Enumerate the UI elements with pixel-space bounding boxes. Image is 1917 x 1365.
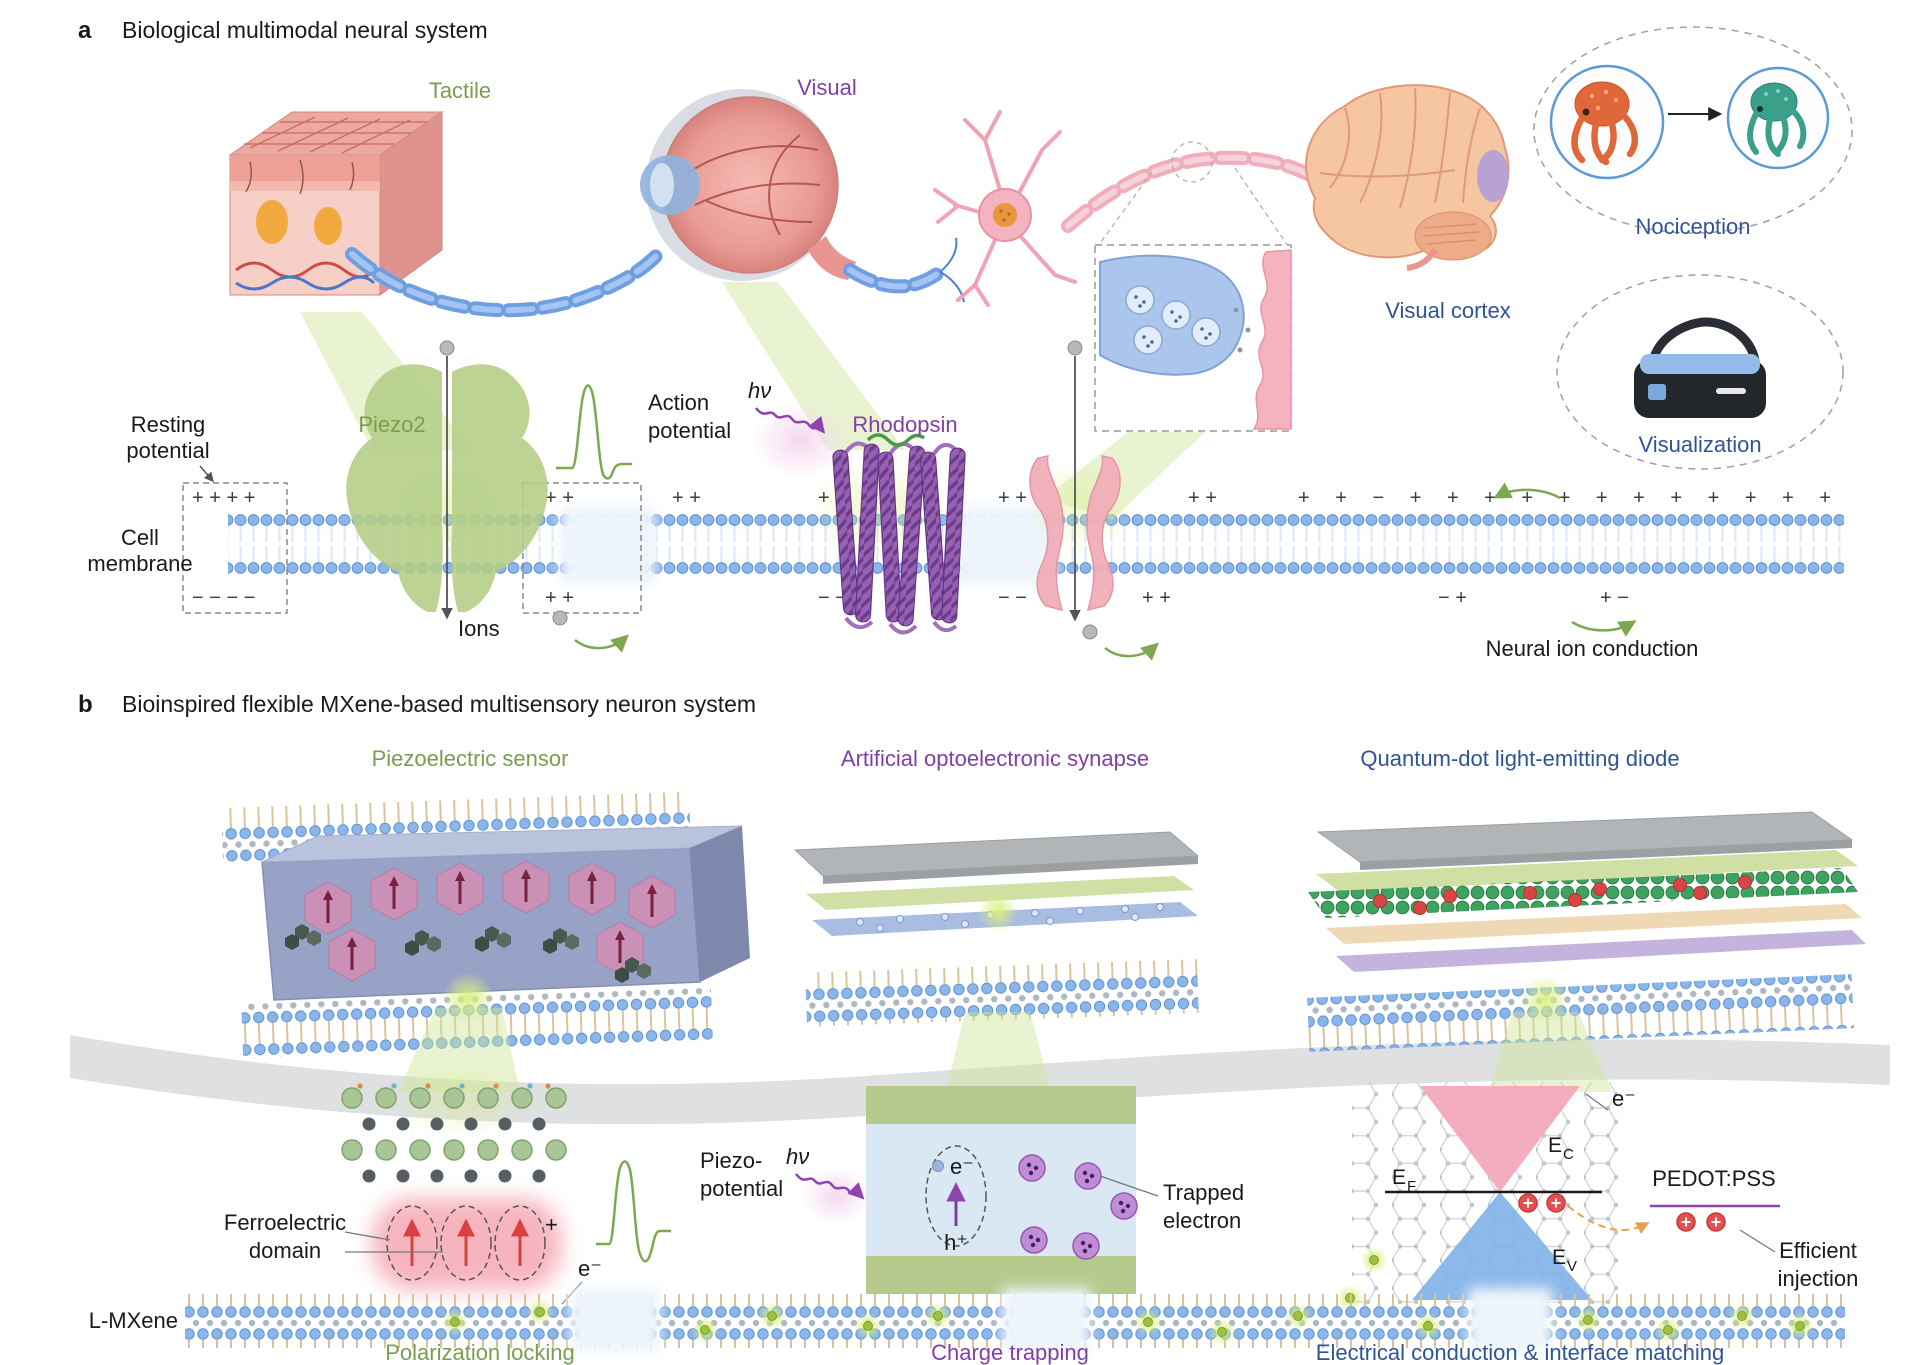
ferroelectric-domain-label-2: domain [249, 1238, 321, 1263]
neural-ion-conduction-label: Neural ion conduction [1486, 636, 1699, 661]
axon-to-brain [1061, 141, 1329, 247]
piezoelectric-sensor-label: Piezoelectric sensor [372, 746, 569, 771]
sign-bottom-3: − − [998, 587, 1027, 609]
visualization-illustration: Visualization [1556, 274, 1844, 470]
axon-visual [843, 237, 965, 303]
sign-bottom-2: − − [818, 587, 847, 609]
piezo-sensor-device [221, 791, 750, 1092]
energy-ev-sub: V [1567, 1258, 1577, 1275]
sign-top-4: + + [998, 487, 1027, 509]
action-potential-label-2: potential [648, 418, 731, 443]
piezo2-label: Piezo2 [358, 412, 425, 437]
resting-potential-box [182, 482, 288, 614]
axon-tactile [345, 247, 663, 318]
energy-ef-label: E [1392, 1166, 1406, 1189]
octopus-before [1549, 64, 1665, 180]
resting-potential-label-2: potential [126, 438, 209, 463]
rhodopsin-protein [832, 433, 966, 635]
hole-label: h⁺ [944, 1230, 968, 1255]
band-structure-detail [1335, 1082, 1780, 1313]
panel-b-title: Bioinspired flexible MXene-based multise… [122, 691, 756, 717]
hv-label-a: hν [748, 378, 771, 403]
trapped-electron-label-2: electron [1163, 1208, 1241, 1233]
resting-potential-pointer [199, 465, 214, 483]
sign-top-1: + + [545, 487, 574, 509]
efficient-injection-label-2: injection [1778, 1266, 1859, 1291]
l-mxene-label: L-MXene [89, 1308, 178, 1333]
piezo2-protein [346, 340, 629, 653]
sign-bottom-0: − − − − [192, 587, 255, 609]
piezo-potential-trace [596, 1160, 671, 1263]
octopus-after [1726, 66, 1830, 170]
lmxene-ribbon [185, 1288, 1845, 1352]
sign-bottom-6: + − [1600, 587, 1629, 609]
eye-illustration [640, 89, 856, 281]
nociception-label: Nociception [1636, 214, 1751, 239]
optoelectronic-synapse-device [793, 831, 1200, 1095]
ion-channel-protein [1029, 340, 1159, 661]
ions-label: Ions [458, 616, 500, 641]
qled-label: Quantum-dot light-emitting diode [1360, 746, 1679, 771]
sign-bottom-1: + + [545, 587, 574, 609]
sign-bottom-4: + + [1142, 587, 1171, 609]
sign-top-0: + + + + [192, 487, 255, 509]
visual-cortex-label: Visual cortex [1385, 298, 1511, 323]
ferroelectric-domain-area [344, 1198, 562, 1290]
ion-flow-arrow-bottom [1571, 620, 1637, 637]
electron-label-right: e⁻ [1612, 1086, 1636, 1111]
visual-label: Visual [797, 75, 857, 100]
charge-trapping-label: Charge trapping [931, 1340, 1089, 1365]
energy-ec-label: E [1548, 1134, 1562, 1157]
hv-label-b: hν [786, 1144, 809, 1169]
plus-sign-label: + [545, 1212, 558, 1237]
energy-ev-label: E [1552, 1246, 1566, 1269]
efficient-injection-label-1: Efficient [1779, 1238, 1857, 1263]
sign-top-5: + + [1188, 487, 1217, 509]
panel-b: b Bioinspired flexible MXene-based multi… [70, 691, 1890, 1365]
panel-a-title: Biological multimodal neural system [122, 17, 488, 43]
mxene-lattice-detail [341, 1062, 567, 1183]
tactile-label: Tactile [429, 78, 491, 103]
polarization-locking-label: Polarization locking [385, 1340, 575, 1365]
ion-flow-arrow-top [1493, 482, 1561, 500]
energy-ef-sub: F [1407, 1178, 1416, 1195]
sign-top-6: + + − + + + + + + + + + + + + [1298, 487, 1841, 509]
cell-membrane-label-1: Cell [121, 525, 159, 550]
skin-tactile-illustration [228, 111, 444, 296]
panel-a-tag: a [78, 17, 92, 44]
action-potential-label-1: Action [648, 390, 709, 415]
action-potential-trace [556, 384, 632, 480]
neuron-illustration [933, 110, 1077, 307]
visualization-label: Visualization [1638, 432, 1761, 457]
electrical-conduction-label: Electrical conduction & interface matchi… [1316, 1340, 1724, 1365]
rhodopsin-label: Rhodopsin [852, 412, 957, 437]
panel-a: a Biological multimodal neural system Ta… [78, 17, 1853, 661]
optoelectronic-synapse-label: Artificial optoelectronic synapse [841, 746, 1149, 771]
trapped-electron-label-1: Trapped [1163, 1180, 1244, 1205]
cell-membrane-label-2: membrane [87, 551, 192, 576]
piezo-potential-label-1: Piezo- [700, 1148, 762, 1173]
ferroelectric-domain-label-1: Ferroelectric [224, 1210, 346, 1235]
vr-headset-icon [1634, 317, 1766, 418]
electron-label-left: e⁻ [578, 1256, 602, 1281]
energy-ec-sub: C [1563, 1146, 1574, 1163]
sign-top-2: + + [672, 487, 701, 509]
resting-potential-label-1: Resting [131, 412, 206, 437]
panel-b-tag: b [78, 691, 93, 718]
sign-bottom-5: − + [1438, 587, 1467, 609]
charge-trapping-detail [795, 1086, 1159, 1294]
synapse-inset [1094, 244, 1292, 432]
pedot-pss-label: PEDOT:PSS [1652, 1166, 1775, 1191]
piezo-potential-label-2: potential [700, 1176, 783, 1201]
nociception-illustration: Nociception [1533, 26, 1853, 239]
brain-illustration [1305, 84, 1510, 271]
electron-label-mid: e⁻ [950, 1154, 974, 1179]
qled-device [1307, 811, 1866, 1092]
light-wave-a [755, 407, 826, 434]
